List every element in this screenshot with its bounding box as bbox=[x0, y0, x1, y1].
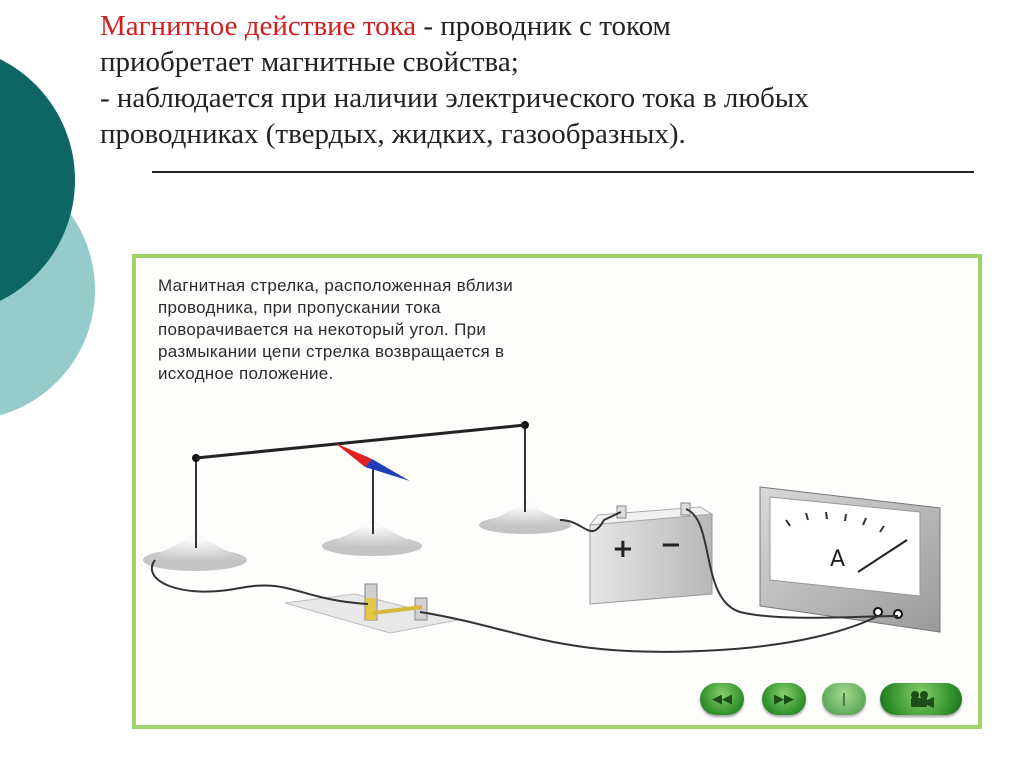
middle-stand bbox=[322, 462, 422, 556]
title-highlight: Магнитное действие тока bbox=[100, 10, 417, 42]
animation-caption: Магнитная стрелка, расположенная вблизи … bbox=[158, 275, 678, 385]
left-stand bbox=[143, 454, 247, 571]
title-line-1: Магнитное действие тока - проводник с то… bbox=[100, 8, 980, 44]
caption-line: проводника, при пропускании тока bbox=[158, 298, 441, 317]
caption-line: Магнитная стрелка, расположенная вблизи bbox=[158, 276, 513, 295]
animation-frame bbox=[132, 254, 982, 729]
rewind-icon: ◀◀ bbox=[712, 691, 732, 707]
right-stand bbox=[479, 421, 571, 534]
battery: + − bbox=[588, 502, 714, 605]
pause-icon: ❙ bbox=[838, 691, 850, 707]
rewind-button[interactable]: ◀◀ bbox=[700, 683, 744, 715]
ammeter: A bbox=[759, 486, 941, 633]
battery-minus: − bbox=[660, 530, 682, 560]
caption-line: поворачивается на некоторый угол. При bbox=[158, 320, 487, 339]
title-line-2: приобретает магнитные свойства; bbox=[100, 46, 519, 78]
pause-button[interactable]: ❙ bbox=[822, 683, 866, 715]
title-line-4: проводниках (твердых, жидких, газообразн… bbox=[100, 118, 686, 150]
caption-line: исходное положение. bbox=[158, 364, 334, 383]
battery-plus: + bbox=[612, 534, 634, 564]
fast-forward-icon: ▶▶ bbox=[774, 691, 794, 707]
magnetic-needle bbox=[335, 443, 410, 481]
switch bbox=[284, 583, 459, 634]
dark-teal-circle bbox=[0, 59, 75, 301]
video-button[interactable] bbox=[880, 683, 962, 715]
ammeter-label: A bbox=[830, 547, 845, 572]
decorative-circles bbox=[0, 59, 95, 416]
connecting-wires bbox=[150, 508, 899, 653]
title-line-3: - наблюдается при наличии электрического… bbox=[100, 82, 809, 114]
fast-forward-button[interactable]: ▶▶ bbox=[762, 683, 806, 715]
conductor-wire bbox=[195, 423, 526, 460]
slide-title: Магнитное действие тока - проводник с то… bbox=[100, 8, 980, 152]
title-line-1-rest: - проводник с током bbox=[416, 10, 671, 42]
video-camera-icon bbox=[911, 691, 934, 708]
title-underline bbox=[152, 171, 974, 173]
caption-line: размыкании цепи стрелка возвращается в bbox=[158, 342, 505, 361]
circuit-scene: + − A bbox=[143, 421, 941, 653]
